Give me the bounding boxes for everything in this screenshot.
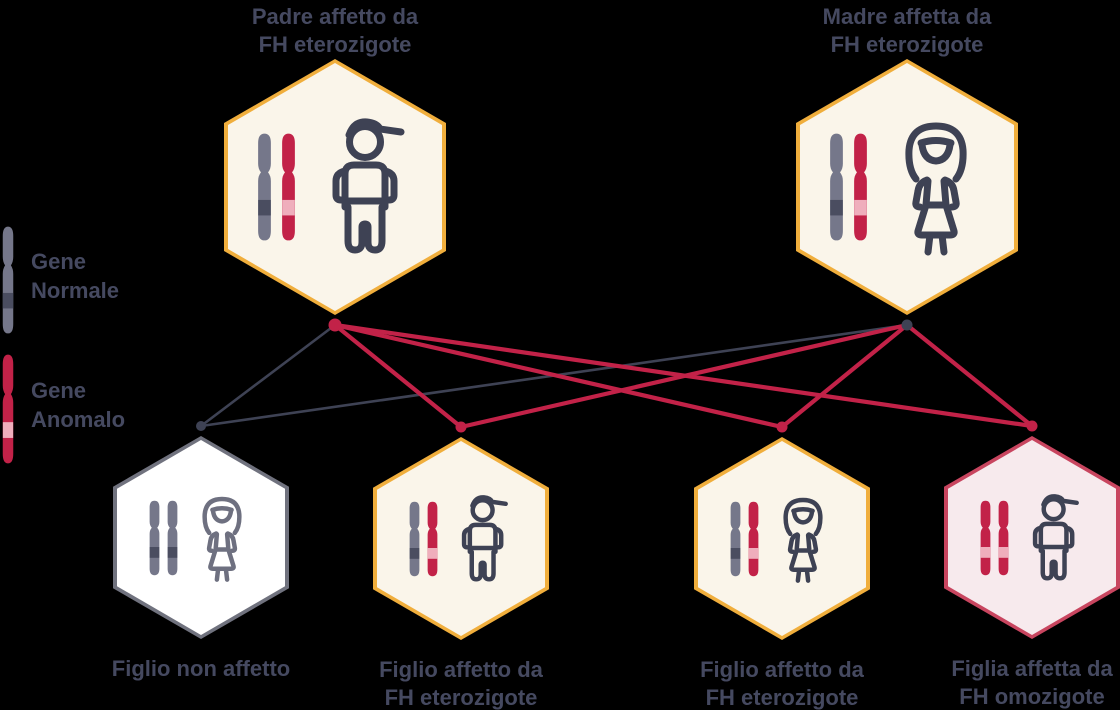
inheritance-line-anomalous (332, 322, 785, 430)
female-person-icon (771, 491, 835, 587)
inheritance-line-normal (199, 323, 337, 428)
node-dot (776, 421, 788, 433)
chromosome-icon-anomalous (282, 133, 295, 241)
node-child-homozygous: Figlia affetta da FH omozigote (944, 436, 1120, 709)
chromosome-band (830, 199, 843, 216)
node-label: Figlio affetto da FH eterozigote (379, 657, 543, 710)
chromosome-band (167, 546, 178, 558)
chromosome-band (980, 546, 991, 558)
node-label: Figlio affetto da FH eterozigote (700, 657, 864, 710)
inheritance-line-anomalous (904, 322, 1035, 429)
chromosome-icon-normal (2, 226, 14, 334)
hexagon-fill (948, 440, 1116, 635)
chromosome-icon-anomalous (980, 500, 991, 575)
chromosome-band (282, 199, 295, 216)
chromosome-band (854, 199, 867, 216)
chromosome-band (149, 546, 160, 558)
hexagon-fill (698, 441, 866, 636)
hexagon-border (694, 437, 870, 640)
chromosome-icon-anomalous (748, 501, 759, 576)
chromosome-pair-icon (979, 499, 1010, 577)
node-dot (901, 319, 913, 331)
female-person-icon (886, 112, 986, 262)
chromosome-pair-icon (148, 499, 179, 577)
legend-label-line: Anomalo (31, 407, 126, 432)
chromosome-band (748, 547, 759, 559)
chromosome-icon-normal (409, 501, 420, 576)
chromosome-pair-icon (828, 131, 869, 243)
male-figure-icon (332, 118, 405, 254)
node-label: Figlia affetta da FH omozigote (951, 656, 1113, 709)
chromosome-icon-anomalous (854, 133, 867, 241)
hexagon-border (373, 437, 549, 640)
node-child-heterozygous-1: Figlio affetto da FH eterozigote (373, 437, 549, 710)
chromosome-band (2, 422, 14, 438)
legend-anomalous-chromosome-icon (1, 352, 15, 466)
inheritance-line-anomalous (779, 322, 910, 430)
chromosome-icon-anomalous (2, 354, 14, 464)
chromosome-icon-anomalous (427, 501, 438, 576)
chromosome-icon-normal (258, 133, 271, 241)
female-figure-icon (783, 497, 823, 583)
node-father: Padre affetto da FH eterozigote (224, 4, 446, 315)
chromosome-icon-normal (730, 501, 741, 576)
hexagon-fill (377, 441, 545, 636)
hexagon-border (796, 59, 1018, 315)
male-person-icon (1021, 490, 1085, 586)
node-label: Madre affetta da FH eterozigote (822, 4, 992, 57)
inheritance-line-anomalous (332, 322, 464, 430)
male-person-icon (450, 491, 514, 587)
hexagon-fill (228, 63, 442, 311)
chromosome-band (427, 547, 438, 559)
chromosome-pair-icon (256, 131, 297, 243)
node-mother: Madre affetta da FH eterozigote (796, 4, 1018, 315)
node-dot (328, 318, 342, 332)
legend-label-gene-anomalo: Gene Anomalo (31, 376, 125, 434)
hexagon-fill (800, 63, 1014, 311)
male-figure-icon (1032, 493, 1079, 581)
female-person-icon (190, 490, 254, 586)
chromosome-band (2, 292, 14, 309)
chromosome-icon-normal (830, 133, 843, 241)
chromosome-pair-icon (729, 500, 760, 578)
chromosome-icon-normal (149, 500, 160, 575)
hexagon-border (113, 436, 289, 639)
node-child-heterozygous-2: Figlio affetto da FH eterozigote (694, 437, 870, 710)
chromosome-pair-icon (408, 500, 439, 578)
node-dot (1026, 420, 1038, 432)
female-figure-icon (202, 496, 242, 582)
node-child-unaffected: Figlio non affetto (112, 436, 290, 681)
node-label: Padre affetto da FH eterozigote (251, 4, 419, 57)
node-dot (455, 421, 467, 433)
legend-label-line: Gene (31, 249, 87, 274)
legend-label-line: Normale (31, 278, 120, 303)
male-figure-icon (461, 494, 508, 582)
female-figure-icon (905, 122, 967, 256)
male-person-icon (314, 112, 414, 262)
hexagon-fill (117, 440, 285, 635)
chromosome-band (258, 199, 271, 216)
hexagon-border (944, 436, 1120, 639)
legend-normal-chromosome-icon (1, 224, 15, 336)
legend-label-line: Gene (31, 378, 87, 403)
hexagon-border (224, 59, 446, 315)
inheritance-line-anomalous (458, 322, 910, 430)
node-label: Figlio non affetto (111, 656, 291, 681)
legend-label-gene-normale: Gene Normale (31, 247, 119, 305)
node-dot (196, 421, 206, 431)
chromosome-band (998, 546, 1009, 558)
chromosome-band (730, 547, 741, 559)
chromosome-icon-normal (167, 500, 178, 575)
chromosome-band (409, 547, 420, 559)
chromosome-icon-anomalous (998, 500, 1009, 575)
